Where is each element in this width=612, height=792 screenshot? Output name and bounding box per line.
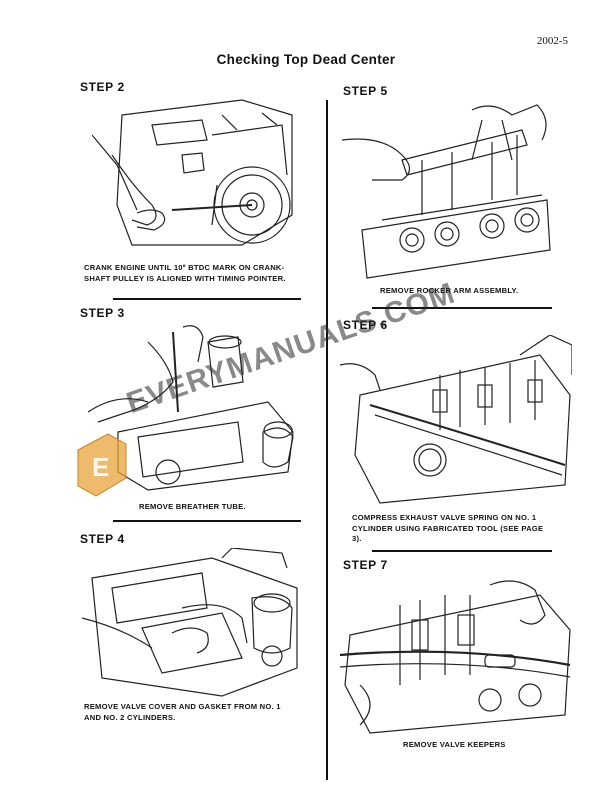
column-divider — [326, 100, 328, 780]
step-3-label: STEP 3 — [80, 306, 125, 320]
step-7-label: STEP 7 — [343, 558, 388, 572]
watermark-logo: E — [77, 433, 127, 497]
step-2-caption: CRANK ENGINE UNTIL 10º BTDC MARK ON CRAN… — [84, 263, 286, 283]
step-5-caption: REMOVE ROCKER ARM ASSEMBLY. — [380, 286, 519, 295]
step-5-label: STEP 5 — [343, 84, 388, 98]
step-2-label: STEP 2 — [80, 80, 125, 94]
step-4-label: STEP 4 — [80, 532, 125, 546]
page-number: 2002-5 — [536, 35, 568, 47]
step-7-illustration — [340, 580, 571, 734]
step-3-caption: REMOVE BREATHER TUBE. — [139, 502, 246, 511]
step-6-illustration — [340, 335, 572, 504]
page-title: Checking Top Dead Center — [216, 52, 396, 67]
step-7-caption: REMOVE VALVE KEEPERS — [403, 740, 506, 749]
step-5-illustration — [342, 104, 551, 279]
step-6-label: STEP 6 — [343, 318, 388, 332]
step-3-rule — [113, 520, 301, 522]
step-6-rule — [372, 550, 552, 552]
step-4-illustration — [82, 548, 298, 697]
step-5-rule — [372, 307, 552, 309]
step-2-illustration — [92, 99, 293, 246]
step-2-rule — [113, 298, 301, 300]
step-6-caption: COMPRESS EXHAUST VALVE SPRING ON NO. 1 C… — [352, 513, 544, 543]
svg-text:E: E — [92, 452, 109, 482]
step-4-caption: REMOVE VALVE COVER AND GASKET FROM NO. 1… — [84, 702, 281, 722]
